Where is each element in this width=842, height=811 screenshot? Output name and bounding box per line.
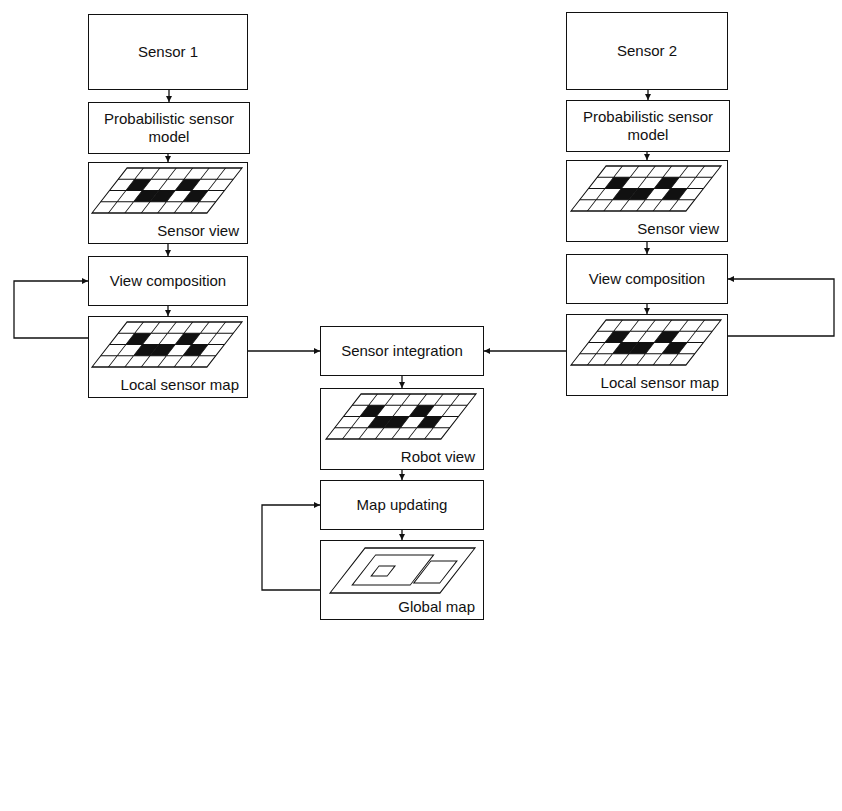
arrow-connector xyxy=(728,279,834,336)
process-box: View composition xyxy=(88,256,248,306)
node-label: Sensor view xyxy=(635,220,721,238)
arrow-connector xyxy=(14,281,88,338)
node-label: Sensor 1 xyxy=(138,43,198,61)
map-box: Local sensor map xyxy=(566,314,728,396)
grid-picture xyxy=(571,320,721,365)
map-picture xyxy=(330,548,475,593)
process-box: Sensor 2 xyxy=(566,12,728,90)
process-box: Sensor 1 xyxy=(88,14,248,90)
process-box: Map updating xyxy=(320,480,484,530)
node-label: Local sensor map xyxy=(119,376,241,394)
process-box: Probabilistic sensor model xyxy=(566,100,730,152)
process-box: View composition xyxy=(566,254,728,304)
arrow-connector xyxy=(647,90,648,100)
arrow-connector xyxy=(167,306,168,316)
arrow-connector xyxy=(401,530,402,540)
arrow-connector xyxy=(484,350,566,351)
process-box: Probabilistic sensor model xyxy=(88,102,250,154)
node-label: Probabilistic sensor model xyxy=(575,108,721,144)
node-label: Local sensor map xyxy=(599,374,721,392)
process-box: Sensor integration xyxy=(320,326,484,376)
arrow-connector xyxy=(167,244,168,256)
map-box: Local sensor map xyxy=(88,316,248,398)
node-label: Robot view xyxy=(399,448,477,466)
grid-picture xyxy=(92,322,242,367)
arrow-connector xyxy=(167,154,168,162)
map-box: Robot view xyxy=(320,388,484,470)
node-label: Sensor view xyxy=(155,222,241,240)
arrow-connector xyxy=(168,90,169,102)
grid-picture xyxy=(326,394,476,439)
node-label: Map updating xyxy=(357,496,448,514)
node-label: Probabilistic sensor model xyxy=(97,110,241,146)
node-label: Sensor 2 xyxy=(617,42,677,60)
node-label: View composition xyxy=(589,270,705,288)
arrow-connector xyxy=(401,470,402,480)
arrow-connector xyxy=(262,505,320,590)
arrow-connector xyxy=(248,350,320,351)
arrow-connector xyxy=(401,376,402,388)
arrow-connector xyxy=(646,242,647,254)
map-box: Sensor view xyxy=(566,160,728,242)
map-box: Global map xyxy=(320,540,484,620)
node-label: Sensor integration xyxy=(341,342,463,360)
grid-picture xyxy=(92,168,242,213)
node-label: View composition xyxy=(110,272,226,290)
grid-picture xyxy=(571,166,721,211)
node-label: Global map xyxy=(396,598,477,616)
map-box: Sensor view xyxy=(88,162,248,244)
arrow-connector xyxy=(646,152,647,160)
arrow-connector xyxy=(646,304,647,314)
